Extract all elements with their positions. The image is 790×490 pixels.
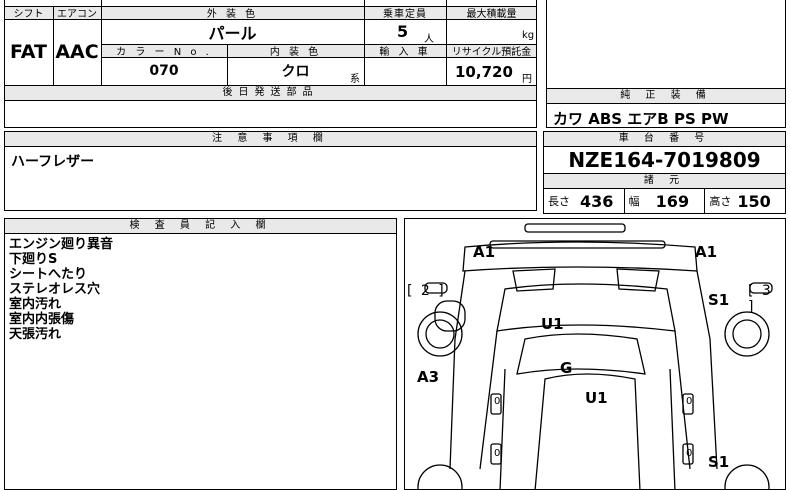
- recycle-value: 10,720: [455, 63, 513, 81]
- mark-a1-right: A1: [695, 243, 718, 261]
- aircon-label: エアコン: [57, 9, 97, 20]
- capacity-value: 5: [397, 22, 409, 41]
- right-bracket: [ 3 ]: [748, 283, 773, 315]
- notes-value: ハーフレザー: [11, 154, 95, 170]
- inspector-line: 下廻りS: [9, 252, 58, 267]
- inspector-line: 室内内張傷: [9, 312, 75, 327]
- equipment-label: 純 正 装 備: [547, 89, 785, 104]
- mark-zero: 0: [686, 396, 693, 407]
- capacity-unit: 人: [424, 34, 434, 45]
- mark-zero: 0: [686, 448, 693, 459]
- inspector-label: 検 査 員 記 入 欄: [5, 219, 396, 234]
- later-parts-label: 後日発送部品: [5, 86, 536, 101]
- inspector-notes: エンジン廻り異音 下廻りS シートへたり ステレオレス穴 室内汚れ 室内内張傷 …: [5, 234, 396, 342]
- exterior-color-label: 外 装 色: [206, 9, 259, 20]
- spec-header-row-2: [102, 45, 536, 57]
- mark-a1-left: A1: [473, 243, 496, 261]
- interior-color-value: クロ: [281, 64, 310, 80]
- import-label: 輸 入 車: [379, 47, 431, 58]
- mark-s1-lower: S1: [708, 453, 730, 471]
- max-load-unit: kg: [522, 30, 535, 41]
- spec-header-row: [5, 7, 536, 19]
- chassis-label: 車 台 番 号: [544, 132, 785, 147]
- mark-g: G: [560, 359, 573, 377]
- exterior-color-value: パール: [208, 23, 257, 43]
- inspector-line: 天張汚れ: [9, 327, 62, 342]
- width-label: 幅: [628, 195, 640, 208]
- mark-u1-upper: U1: [541, 315, 564, 333]
- inspector-line: シートへたり: [9, 267, 88, 282]
- mark-zero: 0: [494, 396, 501, 407]
- notes-box: 注 意 事 項 欄 ハーフレザー: [4, 131, 537, 211]
- left-bracket: [ 2 ]: [407, 283, 446, 299]
- inspector-line: 室内汚れ: [9, 297, 62, 312]
- blank-box: [546, 0, 786, 89]
- color-no-label: カ ラ ー N o .: [116, 47, 212, 58]
- width-value: 169: [655, 191, 690, 211]
- interior-suffix: 系: [350, 74, 360, 85]
- length-value: 436: [580, 191, 614, 211]
- car-diagram: [ 2 ] [ 3 ] A1 A1 S1 U1 G A3 U1 S1 0 0 0…: [404, 218, 786, 490]
- length-label: 長さ: [548, 195, 570, 208]
- interior-color-label: 内 装 色: [269, 47, 322, 58]
- equipment-value: カワ ABS エアB PS PW: [553, 110, 729, 128]
- aircon-value: AAC: [55, 41, 99, 63]
- specs-label: 諸 元: [544, 173, 785, 189]
- recycle-label: リサイクル預託金: [451, 47, 532, 58]
- shift-value: FAT: [10, 41, 47, 63]
- chassis-value: NZE164-7019809: [568, 148, 761, 172]
- mark-a3: A3: [417, 368, 440, 386]
- height-label: 高さ: [709, 195, 732, 208]
- inspector-box: 検 査 員 記 入 欄 エンジン廻り異音 下廻りS シートへたり ステレオレス穴…: [4, 218, 397, 490]
- inspector-line: ステレオレス穴: [9, 282, 101, 297]
- mark-s1-upper: S1: [708, 291, 730, 309]
- max-load-label: 最大積載量: [466, 9, 517, 20]
- later-parts-box: 後日発送部品: [4, 85, 537, 128]
- mark-u1-lower: U1: [585, 389, 608, 407]
- car-diagram-drawing: [417, 223, 773, 489]
- recycle-unit: 円: [522, 74, 532, 85]
- color-no-value: 070: [149, 63, 179, 79]
- mark-zero: 0: [494, 448, 501, 459]
- notes-label: 注 意 事 項 欄: [5, 132, 536, 147]
- chassis-box: 車 台 番 号 NZE164-7019809 諸 元 長さ 436 幅 169 …: [543, 131, 786, 214]
- equipment-box: 純 正 装 備 カワ ABS エアB PS PW: [546, 88, 786, 128]
- capacity-label: 乗車定員: [383, 9, 427, 20]
- height-value: 150: [737, 191, 771, 211]
- shift-label: シフト: [13, 9, 44, 20]
- inspector-line: エンジン廻り異音: [9, 237, 114, 252]
